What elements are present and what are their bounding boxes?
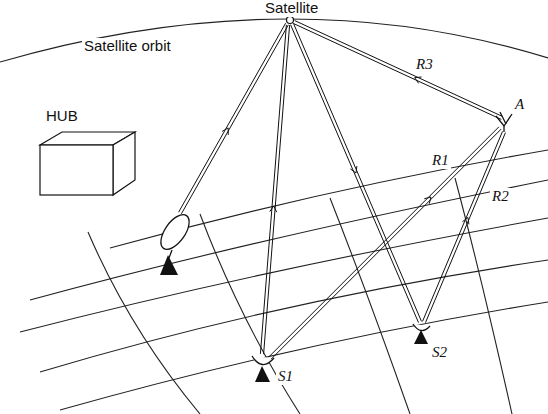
direction-arrow (270, 206, 277, 212)
station-label: A (513, 96, 526, 113)
direction-arrow (350, 166, 356, 173)
signal-path (423, 131, 506, 322)
path-line (293, 23, 421, 321)
orbit-label: Satellite orbit (82, 38, 173, 55)
signal-path (291, 23, 422, 322)
path-line (181, 25, 288, 214)
path-line (260, 25, 286, 354)
signal-path (179, 23, 289, 214)
path-line (269, 127, 499, 357)
path-line (423, 131, 503, 321)
signal-path (260, 25, 289, 354)
path-line (293, 23, 501, 119)
hub-label: HUB (44, 108, 80, 125)
direction-arrow (415, 77, 422, 83)
path-line (179, 23, 286, 212)
direction-arrow (222, 128, 228, 135)
satellite-label: Satellite (263, 0, 320, 17)
s1-dish (252, 356, 274, 382)
path-label: R3 (414, 56, 435, 73)
path-label: R2 (490, 188, 511, 205)
path-line (295, 21, 503, 117)
path-line (271, 129, 501, 359)
signal-links (179, 21, 506, 360)
path-line (264, 25, 290, 354)
direction-arrow (424, 197, 431, 204)
s2-dish (413, 324, 430, 344)
signal-path (269, 127, 501, 359)
satellite-symbol (287, 17, 294, 24)
station-label: S1 (276, 368, 295, 385)
signal-path (293, 21, 502, 120)
hub-dish (155, 210, 194, 275)
path-line (425, 133, 505, 323)
path-label: R1 (430, 152, 451, 169)
hub-box (40, 132, 135, 195)
direction-arrow (462, 218, 468, 225)
station-label: S2 (430, 344, 449, 361)
orbit-arc (0, 19, 548, 62)
